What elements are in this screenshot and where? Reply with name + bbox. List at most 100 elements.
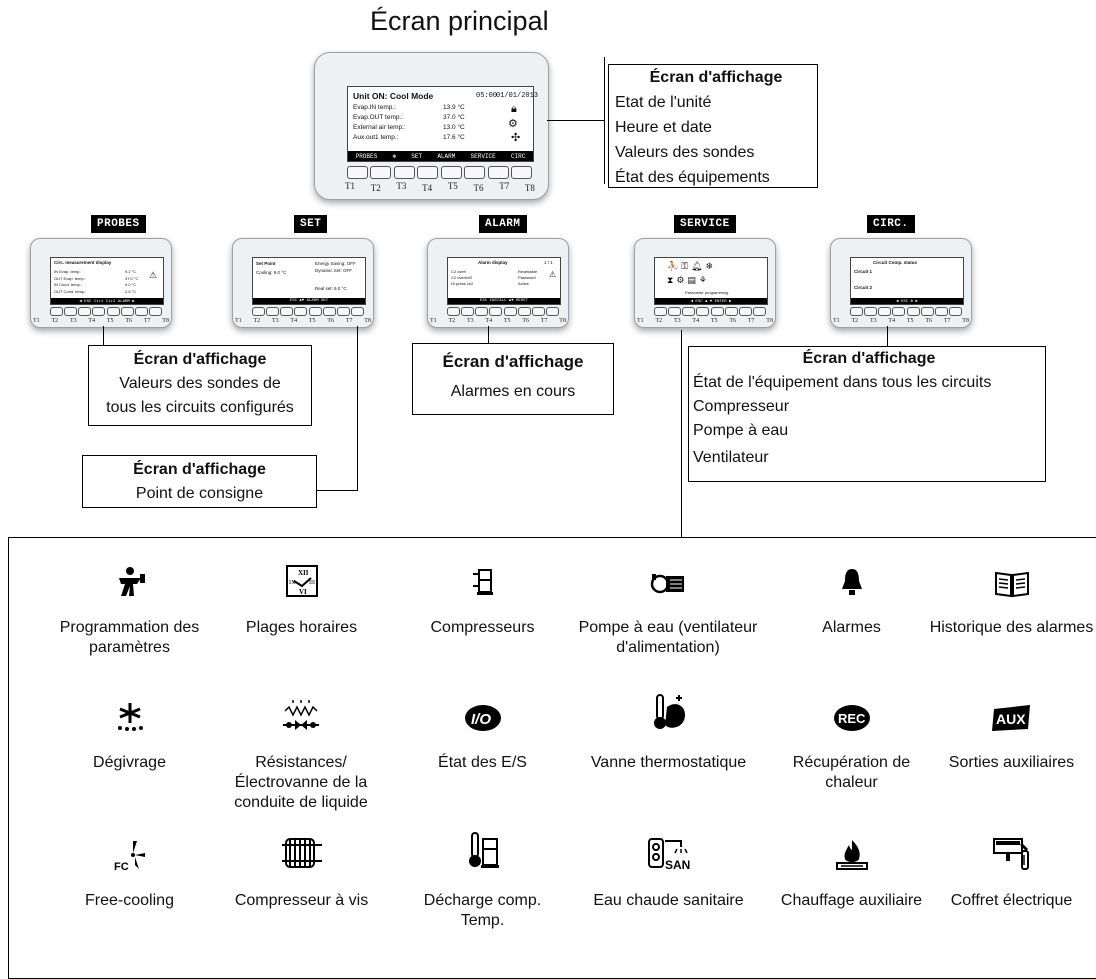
hot-water-icon: SAN xyxy=(586,833,751,872)
keypad-key[interactable] xyxy=(892,307,906,316)
main-info-box: Écran d'affichage Etat de l'unité Heure … xyxy=(608,64,818,188)
keypad-key[interactable] xyxy=(78,307,92,316)
keypad-key[interactable] xyxy=(545,307,559,316)
keypad-key[interactable] xyxy=(510,166,532,179)
keypad-key[interactable] xyxy=(370,166,392,179)
warning-icon: ⚠ xyxy=(549,270,557,279)
keypad-key[interactable] xyxy=(654,307,667,316)
probe-label: IN Cond. temp.: xyxy=(54,282,83,287)
keypad-key[interactable] xyxy=(134,307,148,316)
service-menu-item[interactable]: Décharge comp. Temp. xyxy=(400,832,565,931)
keypad-key[interactable] xyxy=(464,166,486,179)
date: 01/01/2013 xyxy=(496,92,539,100)
alarm-state: Password xyxy=(518,275,536,280)
keypad-key[interactable] xyxy=(280,307,294,316)
keypad-key[interactable] xyxy=(447,307,460,316)
service-menu-item[interactable]: Compresseur à vis xyxy=(219,833,384,911)
keypad-key[interactable] xyxy=(322,307,336,316)
keypad-key[interactable] xyxy=(738,307,752,316)
keypad-key[interactable] xyxy=(531,307,545,316)
softkey-label[interactable]: CIRC xyxy=(510,152,526,160)
set-box-heading: Écran d'affichage xyxy=(133,461,266,478)
keypad-key[interactable] xyxy=(148,307,162,316)
keypad-key[interactable] xyxy=(850,307,863,316)
service-menu-item[interactable]: Résistances/Électrovanne de la conduite … xyxy=(211,695,391,813)
keypad-key[interactable] xyxy=(517,307,531,316)
keypad-key[interactable] xyxy=(347,166,368,179)
keypad-key[interactable] xyxy=(475,307,489,316)
main-box-line: Heure et date xyxy=(615,119,712,136)
service-menu-item[interactable]: Pompe à eau (ventilateur d'alimentation) xyxy=(543,560,793,658)
keypad-key[interactable] xyxy=(393,166,415,179)
keypad-key[interactable] xyxy=(417,166,439,179)
keypad-key[interactable] xyxy=(489,307,503,316)
keypad-key[interactable] xyxy=(682,307,696,316)
keypad-key[interactable] xyxy=(120,307,134,316)
softkey-label[interactable]: PROBES xyxy=(355,152,378,160)
keypad-key[interactable] xyxy=(252,307,265,316)
keypad-key[interactable] xyxy=(50,307,63,316)
tab-probes[interactable]: PROBES xyxy=(91,215,146,233)
service-menu-item[interactable]: Dégivrage xyxy=(47,695,212,773)
service-menu-item[interactable]: Programmation des paramètres xyxy=(47,560,212,658)
service-menu-item[interactable]: Vanne thermostatique xyxy=(586,694,751,773)
keypad-key[interactable] xyxy=(266,307,280,316)
key-label: T7 xyxy=(943,318,951,324)
keypad-key[interactable] xyxy=(64,307,78,316)
service-menu-item[interactable]: Compresseurs xyxy=(400,560,565,638)
service-menu-item[interactable]: Coffret électrique xyxy=(929,833,1094,911)
keypad-key[interactable] xyxy=(350,307,364,316)
flame-icon xyxy=(769,833,934,871)
tab-alarm[interactable]: ALARM xyxy=(479,215,527,233)
keypad-key[interactable] xyxy=(106,307,120,316)
softkey-label[interactable]: ✻ xyxy=(392,152,397,160)
keypad-key[interactable] xyxy=(487,166,509,179)
warning-icon: ⚠ xyxy=(149,270,158,280)
service-menu-label: Compresseurs xyxy=(430,619,535,636)
keypad-key[interactable] xyxy=(92,307,106,316)
keypad-key[interactable] xyxy=(934,307,948,316)
key-label: T4 xyxy=(422,183,433,193)
service-menu-item[interactable]: Alarmes xyxy=(769,560,934,638)
alarm-keypad xyxy=(447,307,559,316)
probe-value: 2.8 °C xyxy=(125,288,137,294)
key-label: T7 xyxy=(540,318,548,324)
probes-controller: Circ. measurement display IN Evap. temp.… xyxy=(30,238,172,328)
keypad-key[interactable] xyxy=(948,307,962,316)
service-menu-item[interactable]: Chauffage auxiliaire xyxy=(769,833,934,911)
softkey-label[interactable]: ALARM xyxy=(437,152,456,160)
keypad-key[interactable] xyxy=(503,307,517,316)
keypad-key[interactable] xyxy=(724,307,738,316)
keypad-key[interactable] xyxy=(440,166,462,179)
tab-set[interactable]: SET xyxy=(294,215,328,233)
keypad-key[interactable] xyxy=(308,307,322,316)
softkey-label[interactable]: SET xyxy=(411,152,423,160)
keypad-key[interactable] xyxy=(294,307,308,316)
keypad-key[interactable] xyxy=(461,307,475,316)
keypad-key[interactable] xyxy=(752,307,766,316)
probe-value: 17.6 °C xyxy=(443,134,465,141)
page-title: Écran principal xyxy=(370,6,549,36)
keypad-key[interactable] xyxy=(710,307,724,316)
keypad-key[interactable] xyxy=(920,307,934,316)
keypad-key[interactable] xyxy=(668,307,682,316)
softkey-label[interactable]: SERVICE xyxy=(470,152,496,160)
keypad-key[interactable] xyxy=(864,307,878,316)
keypad-key[interactable] xyxy=(878,307,892,316)
tab-service[interactable]: SERVICE xyxy=(674,215,736,233)
keypad-key[interactable] xyxy=(906,307,920,316)
key-label: T5 xyxy=(447,181,458,191)
keypad-key[interactable] xyxy=(696,307,710,316)
tab-circ[interactable]: CIRC. xyxy=(867,215,915,233)
key-label: T2 xyxy=(370,183,381,193)
keypad-key[interactable] xyxy=(336,307,350,316)
service-menu-item[interactable]: Historique des alarmes xyxy=(929,560,1094,638)
